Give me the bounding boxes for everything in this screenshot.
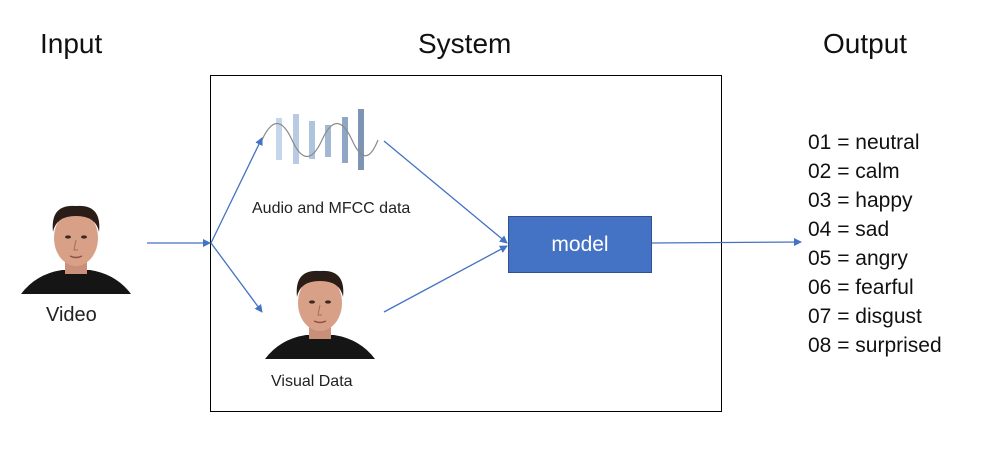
video-caption: Video bbox=[46, 304, 97, 326]
audio-waveform-icon bbox=[261, 109, 379, 170]
model-label: model bbox=[551, 232, 609, 256]
output-label: 03 = happy bbox=[808, 189, 913, 212]
visual-caption: Visual Data bbox=[271, 373, 353, 390]
arrow-model-to-output bbox=[651, 238, 802, 247]
system-heading: System bbox=[418, 28, 512, 59]
arrow-visual-to-model bbox=[383, 245, 508, 313]
flow-arrows bbox=[147, 137, 802, 313]
model-box: model bbox=[508, 216, 652, 273]
output-label: 08 = surprised bbox=[808, 334, 942, 357]
video-face-icon bbox=[20, 205, 132, 295]
input-heading: Input bbox=[40, 28, 103, 59]
output-label: 07 = disgust bbox=[808, 305, 922, 328]
output-heading: Output bbox=[823, 28, 908, 59]
arrow-to-audio bbox=[210, 137, 263, 244]
output-label: 04 = sad bbox=[808, 218, 890, 241]
output-label: 01 = neutral bbox=[808, 131, 920, 154]
output-label: 05 = angry bbox=[808, 247, 908, 270]
output-label-list: 01 = neutral 02 = calm 03 = happy 04 = s… bbox=[808, 128, 942, 360]
output-label: 02 = calm bbox=[808, 160, 900, 183]
audio-caption: Audio and MFCC data bbox=[252, 200, 411, 217]
visual-data-face-icon bbox=[264, 270, 376, 360]
output-label: 06 = fearful bbox=[808, 276, 914, 299]
arrow-to-visual bbox=[210, 242, 263, 313]
arrow-audio-to-model bbox=[383, 140, 508, 244]
